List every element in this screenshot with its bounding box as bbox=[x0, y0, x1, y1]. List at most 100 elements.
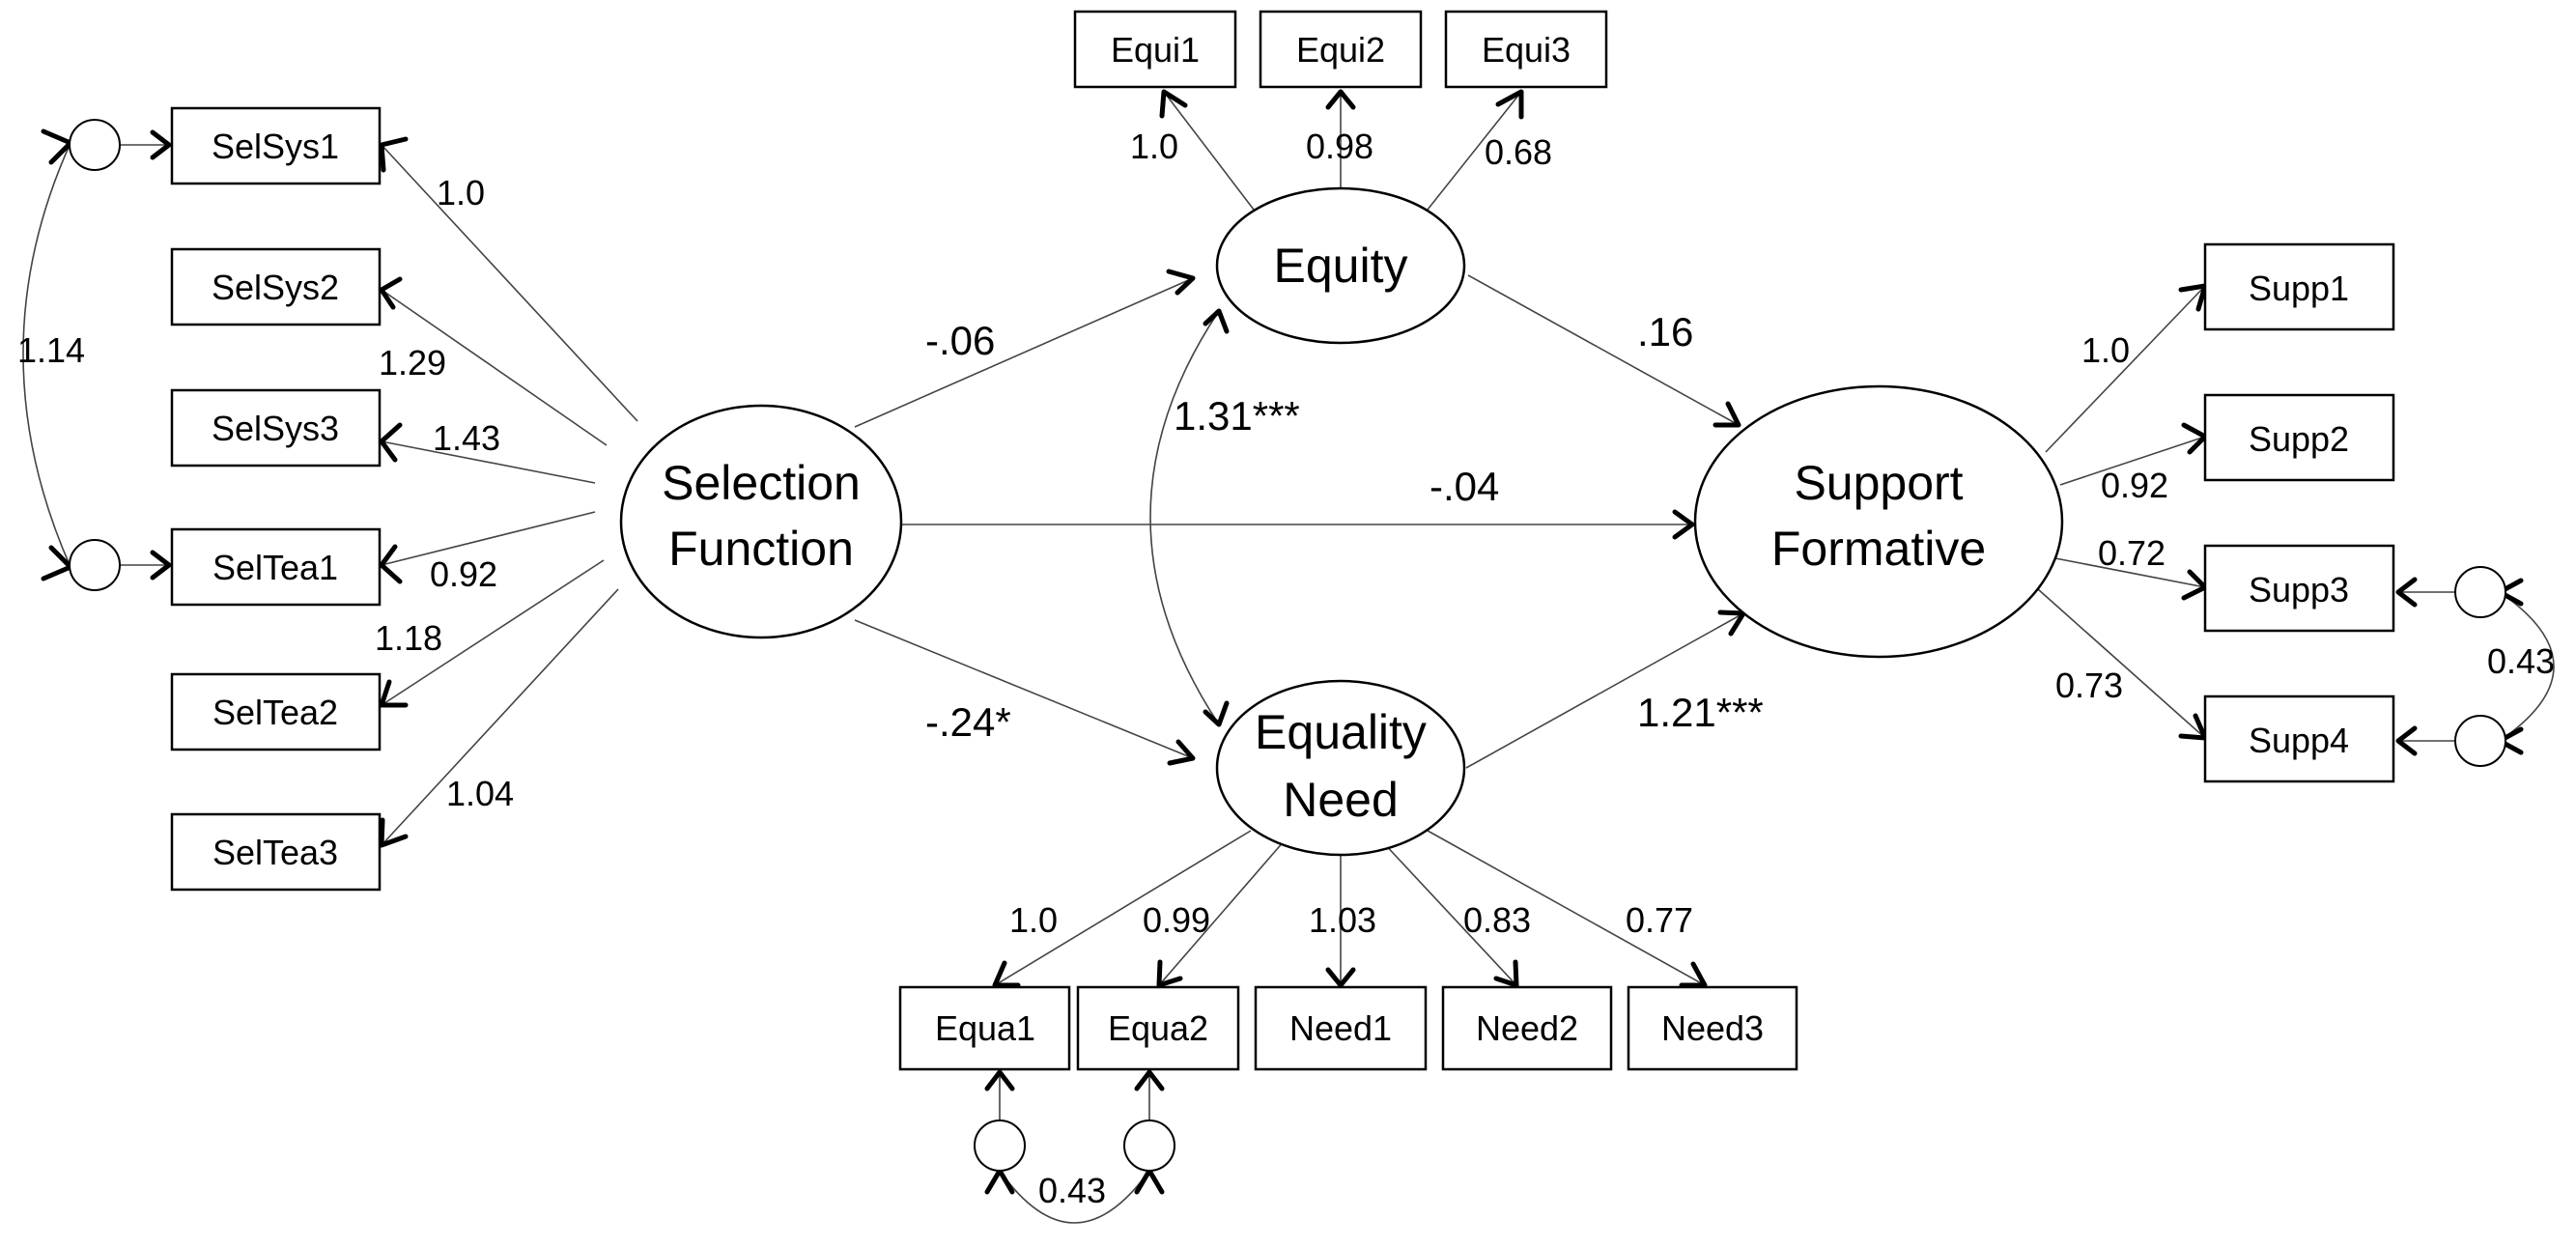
svg-text:Supp2: Supp2 bbox=[2249, 419, 2349, 459]
loading-seltea3: 1.04 bbox=[446, 774, 514, 813]
svg-text:Supp3: Supp3 bbox=[2249, 570, 2349, 609]
loading-seltea1: 0.92 bbox=[430, 554, 497, 594]
svg-text:Need3: Need3 bbox=[1661, 1008, 1764, 1048]
arrowhead-err-equa2 bbox=[1134, 1069, 1165, 1091]
indicator-need2: Need2 bbox=[1441, 985, 1613, 1071]
arrowhead-cov-equity bbox=[1203, 308, 1230, 334]
path-equality-need3 bbox=[1427, 830, 1706, 986]
path-selection-selsys1 bbox=[381, 144, 638, 422]
arrowhead-err-supp4 bbox=[2395, 725, 2418, 756]
indicator-selsys3: SelSys3 bbox=[170, 388, 382, 468]
indicator-supp3: Supp3 bbox=[2203, 544, 2395, 633]
path-equality-need2 bbox=[1380, 839, 1517, 986]
latent-label-line2: Function bbox=[668, 522, 854, 576]
loading-labels: 1.0 1.29 1.43 0.92 1.18 1.04 1.0 0.98 0.… bbox=[375, 127, 2168, 940]
indicator-seltea3: SelTea3 bbox=[170, 812, 382, 892]
arrowhead-seltea3 bbox=[379, 817, 409, 848]
indicator-equi2: Equi2 bbox=[1259, 10, 1423, 89]
path-selection-equity bbox=[854, 277, 1194, 428]
loading-supp3: 0.72 bbox=[2098, 533, 2166, 573]
svg-text:Supp4: Supp4 bbox=[2249, 721, 2349, 760]
svg-text:Equa2: Equa2 bbox=[1108, 1008, 1208, 1048]
cov-curve-err-supp3-supp4 bbox=[2499, 591, 2555, 742]
path-equality-support bbox=[1465, 612, 1744, 769]
arrowhead-need1 bbox=[1325, 967, 1356, 988]
coef-selection-support: -.04 bbox=[1430, 464, 1499, 509]
covariance-labels: 1.31*** 1.14 0.43 0.43 bbox=[17, 330, 2555, 1210]
arrowhead-equi3 bbox=[1495, 89, 1524, 120]
cov-err-equa1-equa2: 0.43 bbox=[1038, 1171, 1106, 1210]
svg-text:SelTea1: SelTea1 bbox=[212, 548, 338, 587]
indicator-need3: Need3 bbox=[1627, 985, 1798, 1071]
arrowhead-err-equa1 bbox=[984, 1069, 1015, 1091]
coef-selection-equality: -.24* bbox=[925, 699, 1011, 745]
svg-text:Equi2: Equi2 bbox=[1296, 30, 1385, 70]
structural-paths bbox=[120, 91, 2458, 1120]
path-coefficient-labels: -.06 -.04 -.24* .16 1.21*** bbox=[925, 309, 1764, 745]
loading-equa1: 1.0 bbox=[1009, 900, 1058, 940]
arrowhead-selsys2 bbox=[379, 276, 403, 310]
svg-text:Need1: Need1 bbox=[1289, 1008, 1392, 1048]
loading-need2: 0.83 bbox=[1463, 900, 1531, 940]
arrowhead-need3 bbox=[1679, 961, 1708, 988]
indicator-equi3: Equi3 bbox=[1444, 10, 1608, 89]
svg-text:Equa1: Equa1 bbox=[935, 1008, 1035, 1048]
indicator-seltea2: SelTea2 bbox=[170, 672, 382, 751]
path-support-supp2 bbox=[2059, 436, 2206, 486]
arrowhead-need2 bbox=[1493, 959, 1519, 988]
path-selection-selsys2 bbox=[381, 289, 608, 446]
arrowhead-equality-support bbox=[1717, 609, 1746, 637]
arrowhead-cov-equa2 bbox=[1134, 1168, 1165, 1195]
latent-label-line1: Support bbox=[1794, 456, 1963, 510]
loading-supp1: 1.0 bbox=[2081, 330, 2130, 370]
latent-variables: Selection Function Equity Equality Need … bbox=[619, 186, 2064, 857]
latent-label-line1: Equity bbox=[1274, 239, 1408, 293]
coef-equity-support: .16 bbox=[1637, 309, 1693, 354]
path-selection-seltea2 bbox=[381, 559, 605, 706]
latent-equality-need: Equality Need bbox=[1215, 679, 1466, 857]
error-terms bbox=[69, 119, 2506, 1172]
indicator-selsys1: SelSys1 bbox=[170, 106, 382, 185]
arrowhead-cov-equa1 bbox=[984, 1168, 1015, 1195]
loading-selsys1: 1.0 bbox=[437, 173, 485, 213]
loading-selsys2: 1.29 bbox=[379, 343, 446, 383]
indicator-supp2: Supp2 bbox=[2203, 393, 2395, 482]
error-circle-supp4 bbox=[2454, 715, 2506, 767]
arrowhead-supp2 bbox=[2181, 422, 2208, 455]
latent-label-line1: Selection bbox=[662, 456, 861, 510]
cov-equity-equality: 1.31*** bbox=[1174, 393, 1300, 439]
covariance-curves bbox=[22, 142, 2555, 1224]
svg-text:SelSys3: SelSys3 bbox=[212, 409, 339, 448]
latent-selection-function: Selection Function bbox=[619, 404, 903, 639]
loading-supp4: 0.73 bbox=[2055, 666, 2123, 705]
path-support-supp4 bbox=[2037, 588, 2206, 739]
indicator-equi1: Equi1 bbox=[1073, 10, 1237, 89]
path-equality-equa2 bbox=[1158, 839, 1286, 986]
loading-supp2: 0.92 bbox=[2101, 466, 2168, 505]
latent-label-line1: Equality bbox=[1255, 705, 1427, 759]
loading-equi3: 0.68 bbox=[1485, 132, 1552, 172]
path-support-supp3 bbox=[2054, 557, 2206, 588]
arrowhead-equity-support bbox=[1713, 401, 1741, 428]
svg-text:Equi1: Equi1 bbox=[1111, 30, 1200, 70]
cov-err-supp3-supp4: 0.43 bbox=[2487, 641, 2555, 681]
cov-curve-equity-equality bbox=[1149, 310, 1220, 725]
latent-label-line2: Formative bbox=[1771, 522, 1986, 576]
coef-equality-support: 1.21*** bbox=[1637, 690, 1764, 735]
arrowhead-equa1 bbox=[992, 960, 1021, 988]
loading-seltea2: 1.18 bbox=[375, 618, 442, 658]
svg-text:SelSys2: SelSys2 bbox=[212, 268, 339, 307]
loading-need1: 1.03 bbox=[1309, 900, 1376, 940]
arrowhead-err-supp3 bbox=[2395, 577, 2418, 608]
cov-curve-err-equa1-equa2 bbox=[999, 1170, 1150, 1224]
path-equality-equa1 bbox=[994, 830, 1252, 986]
svg-text:SelSys1: SelSys1 bbox=[212, 127, 339, 166]
indicator-equa2: Equa2 bbox=[1076, 985, 1240, 1071]
indicator-equa1: Equa1 bbox=[898, 985, 1071, 1071]
arrowhead-err-selsys1 bbox=[150, 129, 172, 160]
arrowhead-seltea2 bbox=[379, 679, 409, 708]
indicator-selsys2: SelSys2 bbox=[170, 247, 382, 326]
cov-err-selsys1-seltea1: 1.14 bbox=[17, 330, 85, 370]
arrowhead-selsys1 bbox=[379, 136, 409, 173]
